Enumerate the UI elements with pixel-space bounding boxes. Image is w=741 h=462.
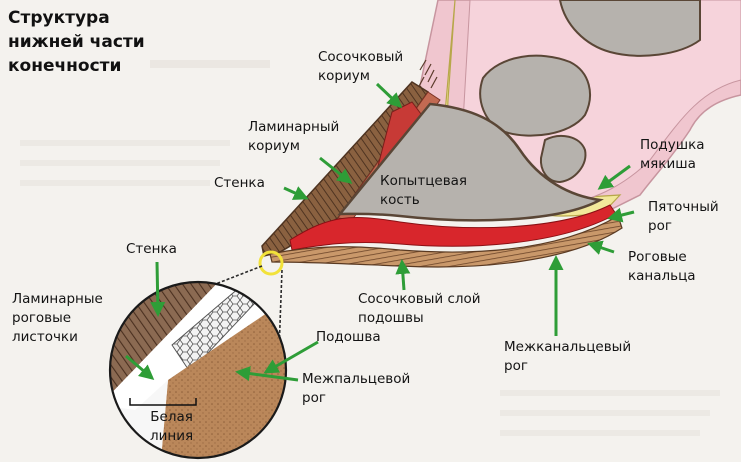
title-line-3: конечности [8,54,145,78]
label-horn-laminae: Ламинарные роговые листочки [12,290,103,347]
label-heel-horn: Пяточный рог [648,198,719,236]
label-heel-horn-line1: Пяточный [648,198,719,217]
label-papillary-corium-line1: Сосочковый [318,48,403,67]
label-laminar-corium-line2: кориум [248,137,339,156]
label-sole: Подошва [316,328,381,347]
label-coffin-bone-line2: кость [380,191,467,210]
label-white-line-line1: Белая [150,408,193,427]
label-horn-tubules-line1: Роговые [628,248,696,267]
label-heel-horn-line2: рог [648,217,719,236]
arrow-sole-papillary [402,262,404,290]
label-sole-papillary-layer-line2: подошвы [358,309,481,328]
label-horn-tubules-line2: канальца [628,267,696,286]
diagram-title: Структура нижней части конечности [8,6,145,78]
arrow-horn-tubules [590,244,614,252]
label-coffin-bone: Копытцевая кость [380,172,467,210]
middle-phalanx [480,56,590,136]
title-line-1: Структура [8,6,145,30]
label-intertubular-horn-line1: Межканальцевый [504,338,631,357]
zoom-detail [100,270,300,462]
label-laminar-corium-line1: Ламинарный [248,118,339,137]
label-white-line-line2: линия [150,427,193,446]
label-interdigital-horn-line2: рог [302,389,410,408]
label-laminar-corium: Ламинарный кориум [248,118,339,156]
label-papillary-corium: Сосочковый кориум [318,48,403,86]
label-digital-cushion-line1: Подушка [640,136,705,155]
title-line-2: нижней части [8,30,145,54]
label-papillary-corium-line2: кориум [318,67,403,86]
arrow-papillary-corium [377,84,400,106]
label-horn-laminae-line3: листочки [12,328,103,347]
label-horn-laminae-line2: роговые [12,309,103,328]
label-intertubular-horn: Межканальцевый рог [504,338,631,376]
label-wall-zoom: Стенка [126,240,177,259]
label-horn-laminae-line1: Ламинарные [12,290,103,309]
label-wall-top: Стенка [214,174,265,193]
label-coffin-bone-line1: Копытцевая [380,172,467,191]
label-digital-cushion-line2: мякиша [640,155,705,174]
label-digital-cushion: Подушка мякиша [640,136,705,174]
arrow-wall-top [284,188,306,198]
label-horn-tubules: Роговые канальца [628,248,696,286]
label-intertubular-horn-line2: рог [504,357,631,376]
label-interdigital-horn-line1: Межпальцевой [302,370,410,389]
arrow-wall-zoom [157,262,158,314]
label-sole-papillary-layer-line1: Сосочковый слой [358,290,481,309]
label-sole-papillary-layer: Сосочковый слой подошвы [358,290,481,328]
label-white-line: Белая линия [150,408,193,446]
label-interdigital-horn: Межпальцевой рог [302,370,410,408]
